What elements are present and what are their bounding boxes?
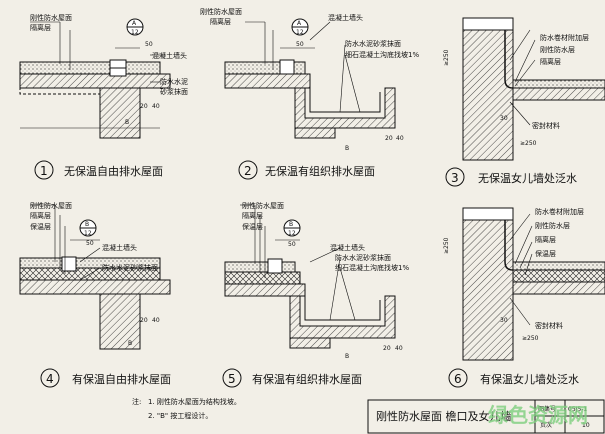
detail-5-label-4: 防水水泥砂浆抹面 — [335, 253, 391, 262]
detail-1-label-2: 混凝土墙头 — [152, 51, 187, 60]
detail-4-drawing — [19, 204, 171, 350]
detail-5-dim-2: 40 — [395, 345, 403, 352]
detail-2-dim-0: 50 — [296, 41, 304, 48]
detail-5-label-5: 细石混凝土沟底找坡1% — [335, 263, 409, 272]
detail-4-dim-3: B — [128, 340, 132, 347]
detail-6-number: 6 — [454, 372, 462, 386]
detail-2-dim-3: B — [345, 145, 349, 152]
detail-1-drawing — [19, 18, 171, 139]
title-block — [367, 399, 605, 434]
detail-3-label-2: 隔离层 — [540, 57, 561, 66]
detail-6-label-0: 防水卷材附加层 — [535, 207, 584, 216]
note-2: 2. "B" 按工程设计。 — [148, 411, 212, 420]
detail-2-ref-top: A — [297, 20, 302, 27]
detail-1-label-4: 砂浆抹面 — [160, 87, 188, 96]
detail-2-number-circle — [238, 160, 258, 180]
detail-1-number: 1 — [40, 164, 48, 178]
detail-3-label-1: 刚性防水层 — [540, 45, 575, 54]
detail-1-label-0: 刚性防水屋面 — [30, 13, 72, 22]
detail-4-number: 4 — [46, 372, 54, 386]
detail-4-label-2: 保温层 — [30, 222, 51, 231]
detail-1-dim-0: 50 — [145, 41, 153, 48]
detail-1-dim-3: B — [125, 119, 129, 126]
detail-4-ref-bot: 12 — [84, 230, 92, 237]
detail-1-label-3: 防水水泥 — [160, 77, 188, 86]
detail-4-dim-2: 40 — [152, 317, 160, 324]
detail-6-dim-1: 30 — [500, 317, 508, 324]
detail-5-drawing — [224, 204, 396, 349]
detail-3-dim-1: 30 — [500, 115, 508, 122]
detail-5-caption: 有保温有组织排水屋面 — [252, 372, 362, 386]
detail-6-drawing — [462, 207, 605, 361]
detail-6-label-4: 密封材料 — [535, 321, 563, 330]
notes-title: 注: — [132, 397, 141, 406]
watermark-text: 绿色资源网 — [488, 403, 588, 427]
detail-5-dim-1: 20 — [383, 345, 391, 352]
detail-3-dim-0: ≥250 — [443, 49, 450, 66]
detail-1-label-1: 隔离层 — [30, 23, 51, 32]
detail-2-label-4: 细石混凝土沟底找坡1% — [345, 50, 419, 59]
detail-6-caption: 有保温女儿墙处泛水 — [480, 372, 579, 386]
detail-6-label-3: 保温层 — [535, 249, 556, 258]
detail-4-label-0: 刚性防水屋面 — [30, 201, 72, 210]
detail-4-number-circle — [40, 368, 60, 388]
detail-5-number: 5 — [228, 372, 236, 386]
detail-2-label-3: 防水水泥砂浆抹面 — [345, 39, 401, 48]
detail-2-label-0: 刚性防水屋面 — [200, 7, 242, 16]
detail-1-caption: 无保温自由排水屋面 — [64, 164, 163, 178]
detail-1-dim-1: 20 — [140, 103, 148, 110]
detail-2-dim-1: 20 — [385, 135, 393, 142]
detail-4-dim-0: 50 — [86, 240, 94, 247]
detail-5-dim-0: 50 — [288, 241, 296, 248]
detail-3-dim-2: ≥250 — [520, 140, 537, 147]
detail-3-label-3: 密封材料 — [532, 121, 560, 130]
detail-1-ref-top: A — [132, 20, 137, 27]
atlas-number: 05J5-1 — [568, 406, 587, 413]
detail-4-ref-top: B — [85, 221, 89, 228]
detail-3-label-0: 防水卷材附加层 — [540, 33, 589, 42]
detail-6-dim-0: ≥250 — [443, 237, 450, 254]
detail-6-label-2: 隔离层 — [535, 235, 556, 244]
detail-1-ref-bot: 12 — [131, 29, 139, 36]
detail-5-ref-bot: 12 — [288, 230, 296, 237]
detail-2-number: 2 — [244, 164, 252, 178]
detail-3-number: 3 — [451, 171, 459, 185]
detail-2-dim-2: 40 — [396, 135, 404, 142]
detail-1-dim-2: 40 — [152, 103, 160, 110]
detail-6-label-1: 刚性防水层 — [535, 221, 570, 230]
detail-6-dim-2: ≥250 — [522, 335, 539, 342]
detail-5-dim-3: B — [345, 353, 349, 360]
detail-2-ref-bot: 12 — [296, 29, 304, 36]
detail-3-drawing — [462, 17, 605, 161]
detail-1-number-circle — [34, 160, 54, 180]
detail-4-label-1: 隔离层 — [30, 211, 51, 220]
detail-2-caption: 无保温有组织排水屋面 — [265, 164, 375, 178]
detail-5-label-3: 混凝土墙头 — [330, 243, 365, 252]
detail-4-caption: 有保温自由排水屋面 — [72, 372, 171, 386]
detail-2-label-2: 混凝土墙头 — [328, 13, 363, 22]
detail-5-label-1: 隔离层 — [242, 211, 263, 220]
detail-4-dim-1: 20 — [140, 317, 148, 324]
detail-3-caption: 无保温女儿墙处泛水 — [478, 171, 577, 185]
page-label: 页次 — [540, 421, 552, 429]
title-block-title: 刚性防水屋面 檐口及女儿墙 — [376, 409, 512, 423]
detail-5-ref-top: B — [289, 221, 293, 228]
detail-5-label-0: 刚性防水屋面 — [242, 201, 284, 210]
note-1: 1. 刚性防水屋面为结构找坡。 — [148, 397, 241, 406]
detail-4-label-3: 混凝土墙头 — [102, 243, 137, 252]
detail-3-number-circle — [445, 167, 465, 187]
detail-5-label-2: 保温层 — [242, 222, 263, 231]
detail-5-number-circle — [222, 368, 242, 388]
detail-2-drawing — [224, 18, 396, 139]
atlas-label: 图集号 — [538, 405, 556, 413]
detail-4-label-4: 防水水泥砂浆抹面 — [102, 263, 158, 272]
detail-2-label-1: 隔离层 — [210, 17, 231, 26]
page-number: 10 — [582, 422, 590, 429]
detail-6-number-circle — [448, 368, 468, 388]
